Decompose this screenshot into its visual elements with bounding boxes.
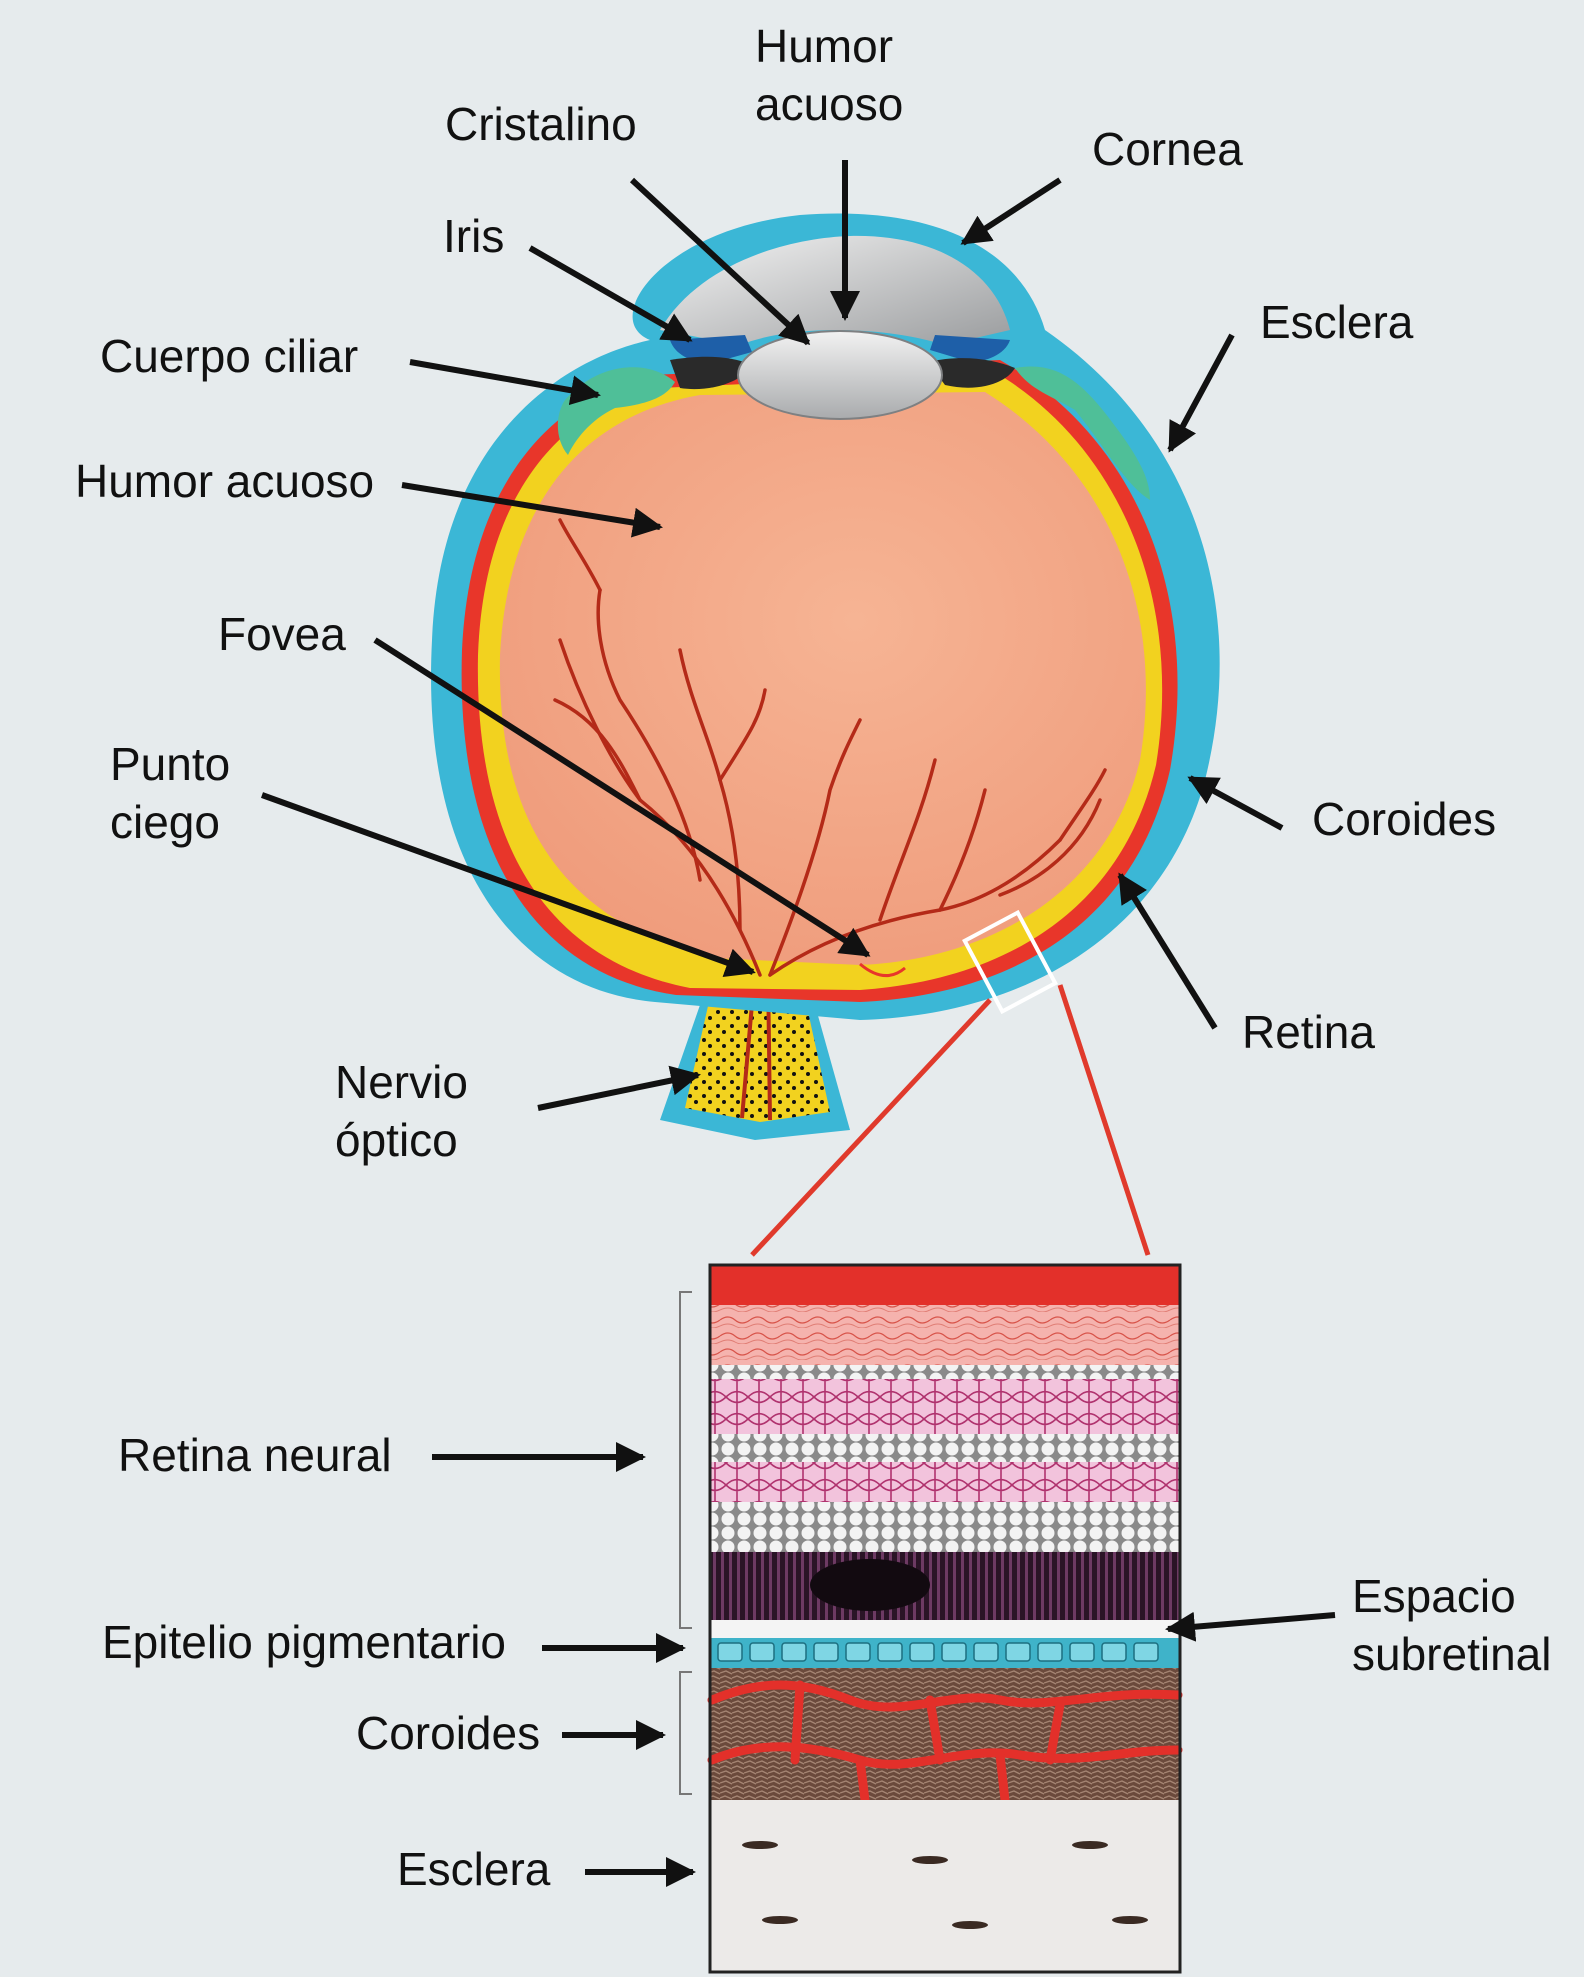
arrow-fovea [373, 637, 871, 958]
arrow-espacio [1165, 1611, 1336, 1642]
arrow-cuerpo-ciliar [409, 359, 601, 406]
outer-plexiform-layer [710, 1462, 1180, 1502]
outer-nuclear-layer [710, 1502, 1180, 1552]
label-fovea: Fovea [218, 608, 346, 660]
photoreceptor-shadow [810, 1559, 930, 1611]
retina-cross-section [679, 1263, 1183, 1974]
inner-plexiform-layer [710, 1379, 1180, 1434]
label-coroides-top: Coroides [1312, 793, 1496, 845]
label-iris: Iris [443, 210, 504, 262]
pigment-epithelium-cells [717, 1642, 1159, 1662]
photoreceptor-layer [710, 1552, 1180, 1620]
arrow-coroides-top [1187, 775, 1284, 831]
label-coroides-bottom: Coroides [356, 1707, 540, 1759]
arrow-iris [528, 245, 693, 343]
choroid-cross-layer [710, 1668, 1180, 1800]
choroid-vessels [707, 1680, 1183, 1805]
arrow-cornea [960, 177, 1062, 246]
subretinal-space [710, 1620, 1180, 1638]
nerve-fiber-layer [710, 1305, 1180, 1365]
iris-base-right [928, 358, 1015, 388]
sclera-cells [742, 1841, 1148, 1929]
arrow-cristalino [629, 177, 811, 346]
ciliary-body-right [1015, 366, 1150, 500]
iris-right [930, 335, 1010, 362]
callout-line-right [1057, 984, 1151, 1256]
label-retina-neural: Retina neural [118, 1429, 392, 1481]
callout-line-left [750, 998, 992, 1257]
arrow-nervio [537, 1065, 701, 1111]
label-humor-acuoso: Humor acuoso [75, 455, 374, 507]
label-cristalino: Cristalino [445, 98, 637, 150]
labels: Humor acuoso Cristalino Cornea Iris Escl… [75, 20, 1551, 1895]
eyeball [431, 213, 1220, 1140]
label-esclera-top: Esclera [1260, 296, 1414, 348]
label-espacio-2: subretinal [1352, 1628, 1551, 1680]
label-nervio-2: óptico [335, 1114, 458, 1166]
bracket-retina-neural [679, 1291, 692, 1629]
anterior-chamber [660, 235, 1010, 345]
label-humor-top-1: Humor [755, 20, 893, 72]
label-cuerpo-ciliar: Cuerpo ciliar [100, 330, 358, 382]
callout-box [962, 909, 1058, 1015]
lens [737, 330, 943, 420]
label-espacio-1: Espacio [1352, 1570, 1516, 1622]
label-cornea: Cornea [1092, 123, 1243, 175]
inner-nuclear-layer [710, 1434, 1180, 1462]
iris-base-left [670, 356, 752, 390]
pointer-arrows [260, 160, 1336, 1887]
label-punto-ciego-2: ciego [110, 796, 220, 848]
label-humor-top-2: acuoso [755, 78, 903, 130]
label-epitelio: Epitelio pigmentario [102, 1616, 506, 1668]
sclera-cross-layer [710, 1800, 1180, 1972]
bracket-coroides [679, 1671, 692, 1795]
arrow-esclera-top [1167, 333, 1235, 453]
arrow-retina [1117, 872, 1218, 1030]
callout [750, 909, 1151, 1257]
inner-limiting-band [710, 1265, 1180, 1305]
arrow-punto-ciego [260, 792, 756, 977]
label-punto-ciego-1: Punto [110, 738, 230, 790]
vitreous-body [499, 392, 1146, 965]
label-esclera-bottom: Esclera [397, 1843, 551, 1895]
ganglion-cell-layer [710, 1365, 1180, 1379]
fovea-dip [859, 962, 906, 977]
label-retina: Retina [1242, 1006, 1375, 1058]
retinal-vessels [553, 518, 1107, 977]
arrow-humor-acuoso [401, 482, 663, 538]
label-nervio-1: Nervio [335, 1056, 468, 1108]
